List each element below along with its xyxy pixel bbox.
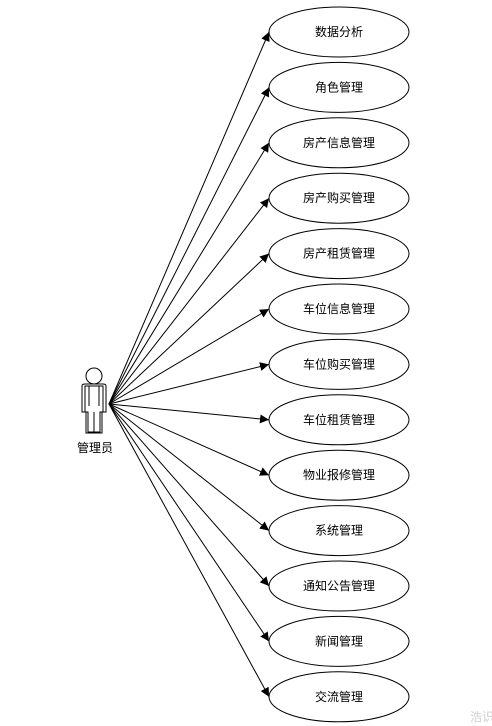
use-case[interactable]: 系统管理 [268,505,410,557]
use-case-ellipse [268,615,410,667]
use-case-ellipse [268,449,410,501]
use-case-label: 交流管理 [315,689,363,704]
use-case-ellipse [268,505,410,557]
use-case-label: 通知公告管理 [303,578,375,593]
use-case[interactable]: 房产购买管理 [268,172,410,224]
association-arrow [108,403,270,531]
association-arrow [108,403,270,476]
association-arrow [108,142,270,405]
association-arrow [108,31,270,405]
association-arrow [108,362,270,405]
use-case-label: 房产租赁管理 [303,246,375,261]
actor-outline-icon [81,383,107,434]
use-case-ellipse [268,560,410,612]
association-arrow [108,197,270,405]
use-case-ellipse [268,394,410,446]
use-case-ellipse [268,6,410,58]
actor-admin: 管理员 [77,367,113,455]
use-case-ellipse [268,228,410,280]
use-case-label: 系统管理 [315,523,363,538]
use-case[interactable]: 交流管理 [268,671,410,723]
use-case-label: 物业报修管理 [303,467,375,482]
use-case[interactable]: 数据分析 [268,6,410,58]
use-case-ellipse [268,61,410,113]
association-arrow [108,403,270,698]
use-case-label: 房产信息管理 [303,135,375,150]
use-case-label: 房产购买管理 [303,190,375,205]
use-case-ellipse [268,283,410,335]
use-case-label: 新闻管理 [315,633,363,648]
use-case[interactable]: 车位购买管理 [268,338,410,390]
use-case-label: 车位购买管理 [303,356,375,371]
association-arrow [108,403,270,424]
use-case-ellipse [268,172,410,224]
association-arrow [108,308,270,405]
use-case-ellipse [268,117,410,169]
use-case-label: 角色管理 [315,79,363,94]
association-arrow [108,87,270,405]
use-case-ellipse [268,671,410,723]
actor-label: 管理员 [77,440,113,455]
watermark-label: 浩识 [470,710,492,724]
actor-body-icon [84,385,104,433]
use-case[interactable]: 车位信息管理 [268,283,410,335]
actor-head-icon [85,367,103,385]
use-case[interactable]: 房产租赁管理 [268,228,410,280]
use-case[interactable]: 新闻管理 [268,615,410,667]
association-arrow [108,403,270,587]
use-case-list: 数据分析角色管理房产信息管理房产购买管理房产租赁管理车位信息管理车位购买管理车位… [268,6,410,723]
association-arrow [108,403,270,642]
use-case-label: 车位租赁管理 [303,412,375,427]
use-case[interactable]: 车位租赁管理 [268,394,410,446]
use-case-label: 车位信息管理 [303,301,375,316]
use-case-ellipse [268,338,410,390]
association-arrow [108,253,270,405]
use-case[interactable]: 通知公告管理 [268,560,410,612]
use-case[interactable]: 角色管理 [268,61,410,113]
use-case[interactable]: 物业报修管理 [268,449,410,501]
use-case[interactable]: 房产信息管理 [268,117,410,169]
association-lines [108,31,270,698]
use-case-label: 数据分析 [315,24,363,39]
